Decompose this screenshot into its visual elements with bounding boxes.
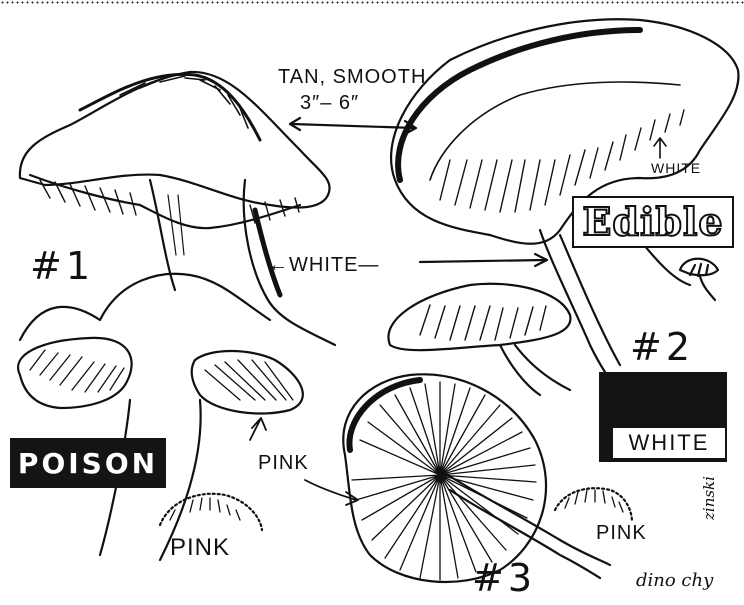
label-pink-arrow: PINK (258, 452, 309, 475)
number-3: #3 (472, 556, 536, 600)
poison-mushroom (18, 274, 303, 560)
poison-badge: POISON (10, 438, 166, 488)
mushroom-1 (20, 72, 335, 345)
artist-signature-vertical: zinski (700, 476, 718, 520)
number-2: #2 (630, 325, 694, 369)
edible-badge: Edible (572, 196, 734, 248)
label-white-box: WHITE (613, 428, 725, 458)
label-pink-small: PINK (170, 534, 230, 562)
label-white-top: WHITE (651, 160, 701, 176)
mushroom-3 (343, 374, 632, 582)
artist-signature: dino chy (636, 570, 713, 591)
label-size: 3″– 6″ (300, 92, 359, 115)
label-pink-right: PINK (596, 522, 647, 545)
spore-print-box: WHITE (599, 372, 727, 462)
number-1: #1 (30, 244, 94, 288)
edible-label: Edible (582, 203, 723, 241)
label-white-mid: ←WHITE— (268, 254, 379, 277)
label-tan-smooth: TAN, SMOOTH (278, 66, 426, 89)
